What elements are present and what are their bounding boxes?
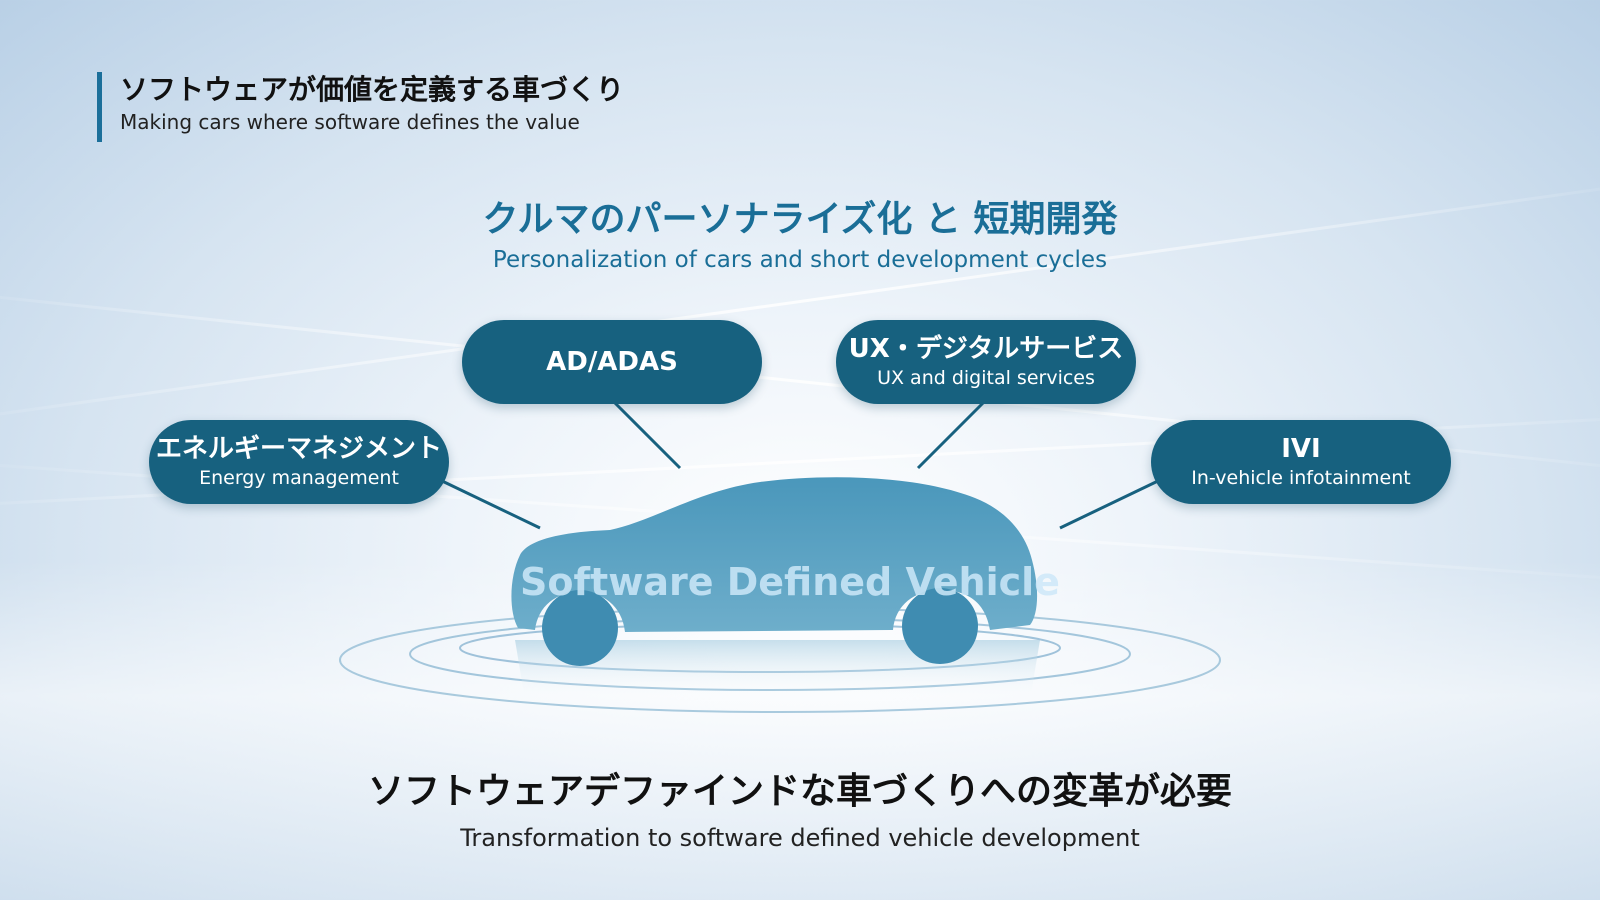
car-label: Software Defined Vehicle [520,560,1060,604]
diagram-heading: クルマのパーソナライズ化 と 短期開発 [482,199,1118,240]
bubble-ad-adas: AD/ADAS [462,320,762,404]
car-silhouette [511,477,1038,632]
page-title: ソフトウェアが価値を定義する車づくり [120,73,625,106]
connector-energy [439,478,541,530]
bubble-title: AD/ADAS [546,347,678,377]
bubble-ivi: IVI In-vehicle infotainment [1151,420,1451,504]
connector-ivi [1059,478,1161,530]
page-title-en: Making cars where software defines the v… [120,110,580,134]
bubble-title: IVI [1281,434,1321,464]
connector-adas [613,401,682,470]
car-wheel-rear [542,590,618,666]
car-wheel-front [902,588,978,664]
page-header: ソフトウェアが価値を定義する車づくり Making cars where sof… [97,72,624,142]
bubble-energy-management: エネルギーマネジメント Energy management [149,420,449,504]
bubble-subtitle: UX and digital services [877,367,1095,389]
bubble-subtitle: Energy management [199,467,399,489]
car-reflection [515,640,1040,700]
connector-lines [439,401,1161,530]
bubble-ux-digital-services: UX・デジタルサービス UX and digital services [836,320,1136,404]
conclusion-text-en: Transformation to software defined vehic… [460,824,1140,852]
conclusion-text: ソフトウェアデファインドな車づくりへの変革が必要 [367,771,1232,812]
bubble-title: エネルギーマネジメント [155,434,442,464]
connector-ux [916,401,985,470]
bubble-subtitle: In-vehicle infotainment [1191,467,1411,489]
bubble-title: UX・デジタルサービス [848,334,1124,364]
diagram-heading-en: Personalization of cars and short develo… [492,247,1108,273]
